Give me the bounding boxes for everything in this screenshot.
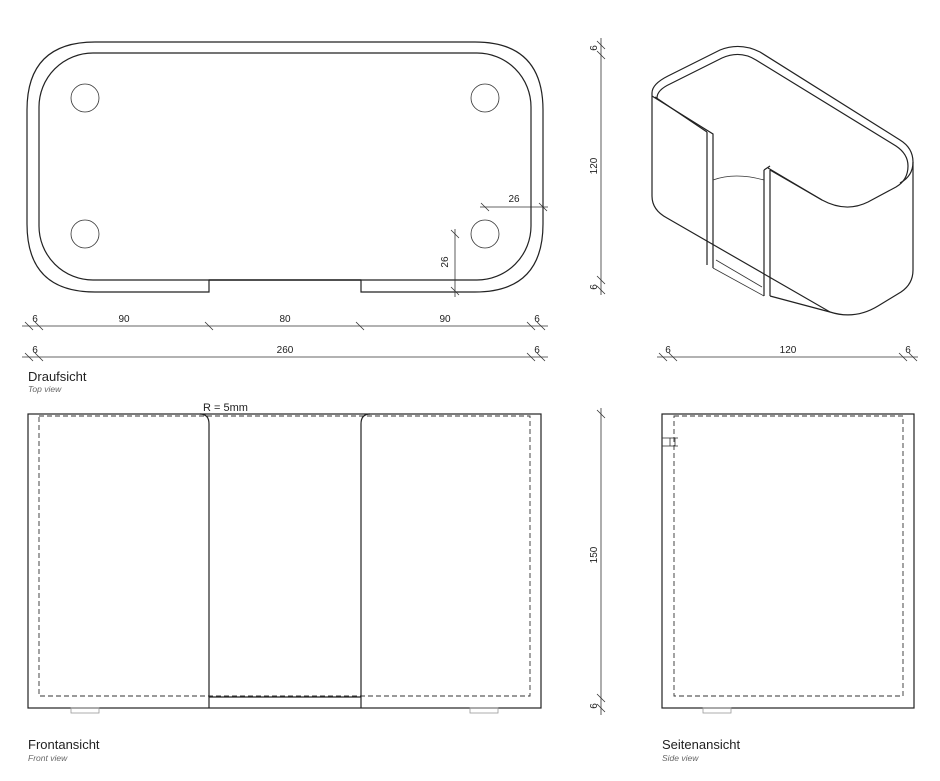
- segment-right-label: 90: [439, 314, 451, 325]
- height-label: 150: [589, 546, 600, 563]
- chain-dimension: 6 90 80 90 6: [22, 314, 548, 331]
- top-view-subtitle: Top view: [28, 384, 62, 394]
- width-wall-bottom-label: 6: [589, 284, 600, 290]
- front-view-subtitle: Front view: [28, 753, 68, 763]
- width-vertical-dimension: 6 120 6: [589, 38, 606, 295]
- iso-wall-right-label: 6: [905, 345, 911, 356]
- height-wall-label: 6: [589, 703, 600, 709]
- top-view-inner-outline: [38, 52, 532, 281]
- segment-left-label: 90: [118, 314, 130, 325]
- segment-middle-label: 80: [279, 314, 291, 325]
- front-view: R = 5mm: [27, 402, 542, 714]
- iso-width-dimension: 6 120 6: [657, 345, 918, 362]
- foot-offset-y-label: 26: [440, 256, 451, 268]
- side-view-subtitle: Side view: [662, 753, 699, 763]
- top-view: 26 26 6 90 80 90 6: [22, 41, 548, 362]
- front-view-title: Frontansicht: [28, 737, 100, 752]
- overall-length-label: 260: [277, 345, 294, 356]
- foot-top-right: [470, 83, 500, 113]
- foot-offset-x-label: 26: [508, 194, 520, 205]
- overall-wall-left-label: 6: [32, 345, 38, 356]
- foot-bottom-left: [70, 219, 100, 249]
- side-view-title: Seitenansicht: [662, 737, 741, 752]
- iso-wall-left-label: 6: [665, 345, 671, 356]
- overall-length-dimension: 6 260 6: [22, 345, 548, 362]
- width-wall-top-label: 6: [589, 45, 600, 51]
- radius-note: R = 5mm: [203, 402, 248, 414]
- width-label: 120: [589, 157, 600, 174]
- overall-wall-right-label: 6: [534, 345, 540, 356]
- top-view-title: Draufsicht: [28, 369, 87, 384]
- isometric-view: [651, 45, 914, 316]
- foot-offset-x-dimension: 26: [480, 194, 548, 212]
- top-view-outer-outline: [26, 41, 544, 293]
- iso-width-label: 120: [780, 345, 797, 356]
- foot-offset-y-dimension: 26: [440, 229, 460, 297]
- foot-top-left: [70, 83, 100, 113]
- side-view: [661, 413, 915, 714]
- foot-bottom-right: [470, 219, 500, 249]
- height-dimension: 150 6: [589, 408, 606, 715]
- wall-thickness-left-label: 6: [32, 314, 38, 325]
- wall-thickness-right-label: 6: [534, 314, 540, 325]
